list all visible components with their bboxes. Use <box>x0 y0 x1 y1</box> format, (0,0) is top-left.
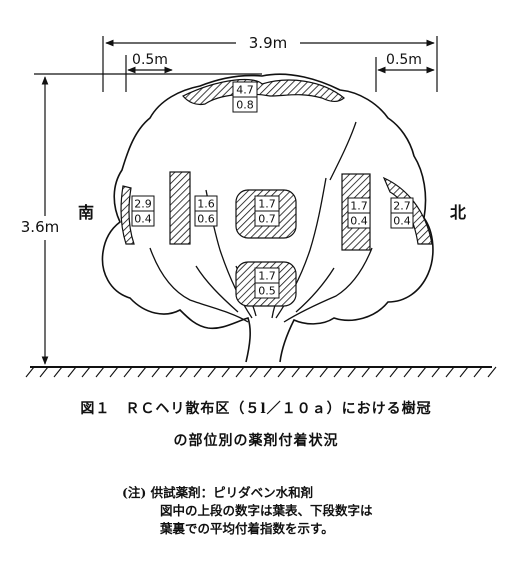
value-north-outer-lower: 0.4 <box>393 215 411 228</box>
tree-canopy-diagram: 3.9m 0.5m 0.5m 3.6m <box>21 34 497 378</box>
value-box-south-inner: 1.6 0.6 <box>194 195 218 227</box>
value-top-upper: 4.7 <box>236 84 254 97</box>
value-box-south-outer: 2.9 0.4 <box>131 195 155 227</box>
value-center-lower-lower: 0.5 <box>258 285 276 298</box>
note-line1: (注) 供試薬剤：ピリダベン水和剤 <box>122 485 314 500</box>
zone-top <box>182 78 345 106</box>
dimension-lines <box>34 36 438 365</box>
value-north-outer-upper: 2.7 <box>393 200 411 213</box>
right-offset-label: 0.5m <box>386 52 422 68</box>
direction-north-label: 北 <box>450 203 466 222</box>
overall-width-label: 3.9m <box>249 34 287 52</box>
value-box-center-upper: 1.7 0.7 <box>254 195 280 227</box>
value-center-upper-lower: 0.7 <box>258 213 276 226</box>
figure-caption-line2: の部位別の薬剤付着状況 <box>173 433 339 449</box>
zone-south-inner <box>169 171 191 245</box>
value-south-inner-upper: 1.6 <box>197 198 215 211</box>
value-south-outer-upper: 2.9 <box>134 198 152 211</box>
value-north-inner-lower: 0.4 <box>350 215 368 228</box>
value-boxes: 4.7 0.8 2.9 0.4 1.6 0.6 1.7 0.7 1.7 0.5 <box>131 81 414 299</box>
value-box-north-inner: 1.7 0.4 <box>347 197 371 229</box>
value-box-top: 4.7 0.8 <box>232 81 258 113</box>
note-line3: 葉裏での平均付着指数を示す。 <box>160 521 334 536</box>
value-south-inner-lower: 0.6 <box>197 213 215 226</box>
zone-south-outer <box>120 185 135 245</box>
ground <box>25 366 497 378</box>
value-center-lower-upper: 1.7 <box>258 270 276 283</box>
canopy-outline <box>101 73 434 363</box>
left-offset-label: 0.5m <box>132 52 168 68</box>
value-center-upper-upper: 1.7 <box>258 198 276 211</box>
value-box-center-lower: 1.7 0.5 <box>254 267 280 299</box>
value-box-north-outer: 2.7 0.4 <box>390 197 414 229</box>
value-north-inner-upper: 1.7 <box>350 200 368 213</box>
figure-caption-line1: 図１ ＲＣヘリ散布区（５l／１０ａ）における樹冠 <box>80 401 432 417</box>
value-south-outer-lower: 0.4 <box>134 213 152 226</box>
value-top-lower: 0.8 <box>236 99 254 112</box>
note-line2: 図中の上段の数字は葉表、下段数字は <box>160 503 373 518</box>
height-label: 3.6m <box>21 218 59 236</box>
direction-south-label: 南 <box>78 203 94 222</box>
